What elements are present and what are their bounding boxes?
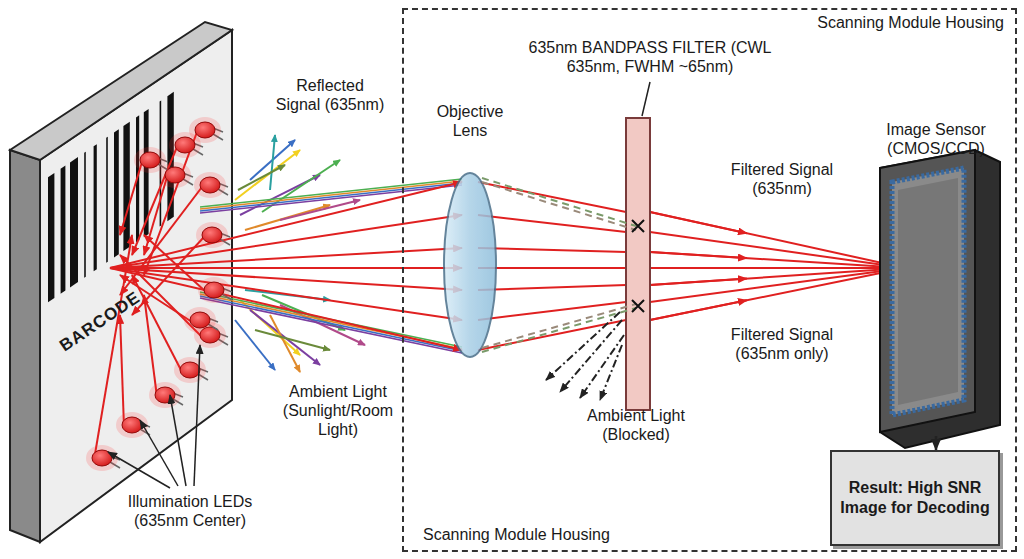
ambient-ray: [200, 179, 462, 207]
reflected-ray: [110, 267, 462, 269]
focused-ray: [478, 215, 626, 232]
led-leaders: [108, 345, 200, 488]
filtered-ray: [650, 267, 905, 269]
led-glow: [174, 357, 206, 383]
led-glow: [196, 222, 228, 248]
result-box: Result: High SNR Image for Decoding: [830, 450, 1000, 546]
bar: [84, 152, 86, 278]
focused-ray: [478, 248, 626, 252]
ambient-label: Ambient Light (Sunlight/Room Light): [263, 382, 413, 439]
filtered-ray: [650, 232, 905, 268]
signal-label: Filtered Signal (635nm): [717, 160, 847, 198]
filtered-ray: [650, 212, 905, 268]
ambient-ray: [270, 315, 300, 372]
ambient-rays: [200, 135, 462, 372]
bandpass-filter: [626, 118, 650, 410]
housing-label: Scanning Module Housing: [814, 14, 1007, 32]
ambient-ray: [270, 135, 275, 190]
illumination-ray: [144, 295, 157, 397]
focused-ray: [478, 182, 626, 212]
illumination-ray: [120, 187, 202, 295]
part-label: Objective Lens: [425, 102, 515, 140]
led-glow: [149, 382, 181, 408]
image-sensor: [880, 150, 1000, 448]
board-front: [40, 30, 232, 542]
filtered-ray: [650, 300, 747, 320]
image-sensor: Image Sensor (CMOS/CCD): [860, 120, 1012, 442]
filtered-ray: [650, 268, 905, 302]
filtered-ray: [650, 279, 747, 285]
housing-region: Scanning Module HousingScanning Module H…: [402, 8, 1017, 552]
ambient-ray: [255, 330, 330, 350]
bar: [70, 157, 78, 287]
led-glow: [189, 117, 221, 143]
connector-arrow: [935, 436, 938, 450]
filtered-ray: [650, 268, 905, 320]
ambient-ray: [235, 320, 275, 370]
ambient-ray: [200, 185, 462, 213]
ambient-ray: [262, 160, 340, 212]
bar: [114, 129, 119, 257]
ambient-ray: [200, 183, 462, 211]
blocked-rays: [482, 178, 644, 400]
ambient-ray: [200, 296, 462, 351]
bar: [48, 173, 54, 302]
ambient-ray: [200, 298, 462, 353]
illumination-ray: [120, 315, 124, 427]
filtered-ray: [650, 212, 747, 233]
board-side: [10, 150, 40, 542]
reflected-ray: [110, 268, 462, 320]
housing-label: Scanning Module Housing: [420, 526, 613, 544]
signal-label: Reflected Signal (635nm): [274, 76, 386, 114]
leader-line: [642, 82, 650, 116]
led-glow: [198, 277, 230, 303]
signal-label: Filtered Signal (635nm only): [717, 325, 847, 363]
signal-rays: [94, 132, 905, 460]
sensor-label: Image Sensor (CMOS/CCD): [876, 120, 996, 158]
filter-label: 635nm BANDPASS FILTER (CWL 635nm, FWHM ~…: [520, 38, 780, 76]
ambient-ray: [238, 165, 285, 190]
bar: [123, 122, 129, 251]
result-text: Result: High SNR Image for Decoding: [832, 472, 998, 524]
illumination-ray: [120, 162, 142, 235]
led-glow: [86, 445, 118, 471]
filtered-ray: [650, 252, 747, 258]
bar: [106, 137, 108, 263]
ambient-ray: [200, 181, 462, 209]
illumination-leds: [86, 117, 232, 471]
filtered-ray: [650, 252, 905, 268]
objective-lens: [444, 173, 496, 357]
led-glow: [159, 162, 191, 188]
led-glow: [194, 172, 226, 198]
board-top: [10, 22, 232, 160]
focused-ray: [478, 320, 626, 350]
bar: [61, 166, 66, 294]
led-glow: [184, 307, 216, 333]
reflected-ray: [110, 268, 462, 290]
illumination-ray: [144, 235, 206, 292]
illumination-ray: [144, 177, 167, 255]
focused-ray: [478, 285, 626, 290]
part-label: Illumination LEDs (635nm Center): [110, 492, 270, 530]
ambient-label: Ambient Light (Blocked): [576, 406, 696, 444]
focused-ray: [478, 267, 626, 269]
bar: [94, 144, 97, 271]
